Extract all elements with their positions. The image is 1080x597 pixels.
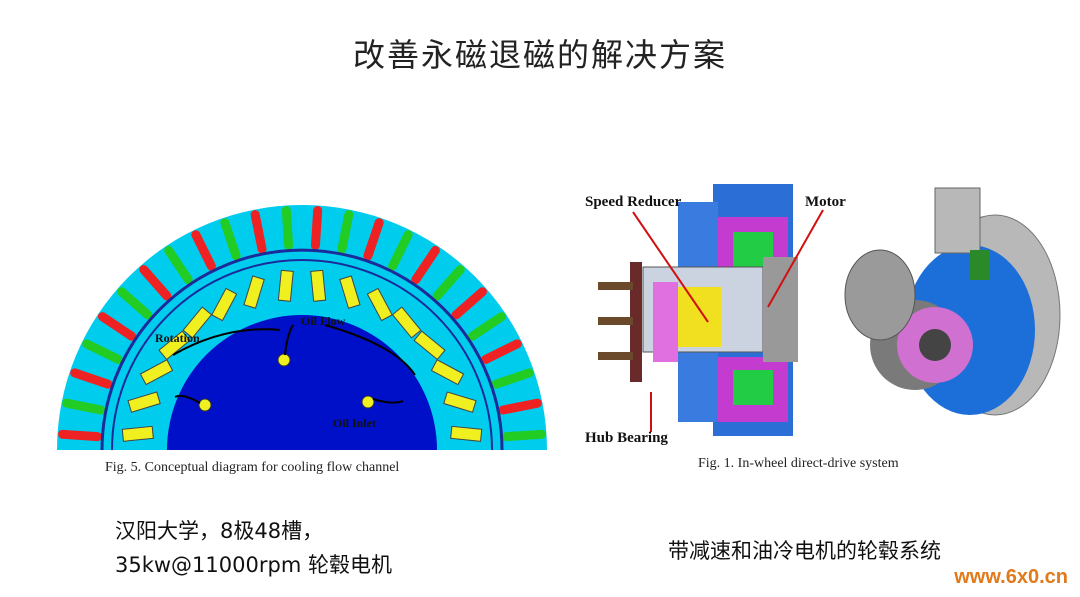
left-note-line1: 汉阳大学，8极48槽， <box>115 519 324 543</box>
stator-slot <box>62 398 106 415</box>
stator-slot <box>451 287 487 320</box>
stator-slot <box>467 312 507 341</box>
stator-slot <box>363 218 384 261</box>
rotor-magnet <box>158 330 191 361</box>
stator-slot <box>139 265 172 301</box>
stator-slot <box>117 287 153 320</box>
right-figure-caption: Fig. 1. In-wheel direct-drive system <box>698 456 899 471</box>
oil-inlet-label: Oil Inlet <box>333 416 376 430</box>
rotor-magnet <box>182 306 213 339</box>
in-wheel-section-diagram: Speed Reducer Motor Hub Bearing <box>583 182 868 447</box>
stator-slot <box>58 429 102 442</box>
left-note-line2: 35kw@11000rpm 轮毂电机 <box>115 553 392 577</box>
stator-slot <box>388 230 413 271</box>
rotor-area <box>167 315 437 450</box>
stator-slot <box>411 245 440 285</box>
motor-label: Motor <box>805 194 846 210</box>
rotor-magnet <box>391 306 422 339</box>
right-note: 带减速和油冷电机的轮毂系统 <box>668 539 941 563</box>
stator-slot <box>502 429 546 442</box>
oil-flow-label: Oil Flow <box>301 314 346 328</box>
stator-slot <box>82 339 123 364</box>
stator-slot <box>220 218 241 261</box>
slide-title: 改善永磁退磁的解决方案 <box>352 36 727 74</box>
rotor-magnet <box>339 275 361 309</box>
stator-slot <box>337 210 354 254</box>
stator-slot <box>70 368 113 389</box>
stator-slot <box>97 312 137 341</box>
rotor-magnet <box>127 391 161 413</box>
rotor-magnet <box>243 275 265 309</box>
in-wheel-3d-render <box>820 180 1075 445</box>
rotor-magnet <box>450 425 483 442</box>
rotor-magnet <box>366 287 393 322</box>
stator-slot <box>481 339 522 364</box>
stator-slot <box>250 210 267 254</box>
hub-bearing-label: Hub Bearing <box>585 430 668 446</box>
rotor-magnet <box>443 391 477 413</box>
rotation-label: Rotation <box>155 331 200 345</box>
watermark: www.6x0.cn <box>954 566 1068 588</box>
rotor-magnet <box>430 359 465 386</box>
stator-slot <box>498 398 542 415</box>
rotor-magnet <box>413 330 446 361</box>
cooling-flow-diagram: Rotation Oil Flow Oil Inlet <box>55 185 550 451</box>
stator-slot <box>432 265 465 301</box>
left-figure-caption: Fig. 5. Conceptual diagram for cooling f… <box>105 460 400 475</box>
left-note: 汉阳大学，8极48槽， 35kw@11000rpm 轮毂电机 <box>115 514 392 582</box>
stator-slot <box>281 206 294 250</box>
stator-slot <box>310 206 323 250</box>
rotor-magnet <box>310 269 327 302</box>
stator-slot <box>191 230 216 271</box>
rotor-magnet <box>211 287 238 322</box>
rotor-magnet <box>121 425 154 442</box>
stator-slot <box>164 245 193 285</box>
stator-slot <box>491 368 534 389</box>
rotor-magnet <box>277 269 294 302</box>
rotor-magnet <box>139 359 174 386</box>
speed-reducer-label: Speed Reducer <box>585 194 682 210</box>
